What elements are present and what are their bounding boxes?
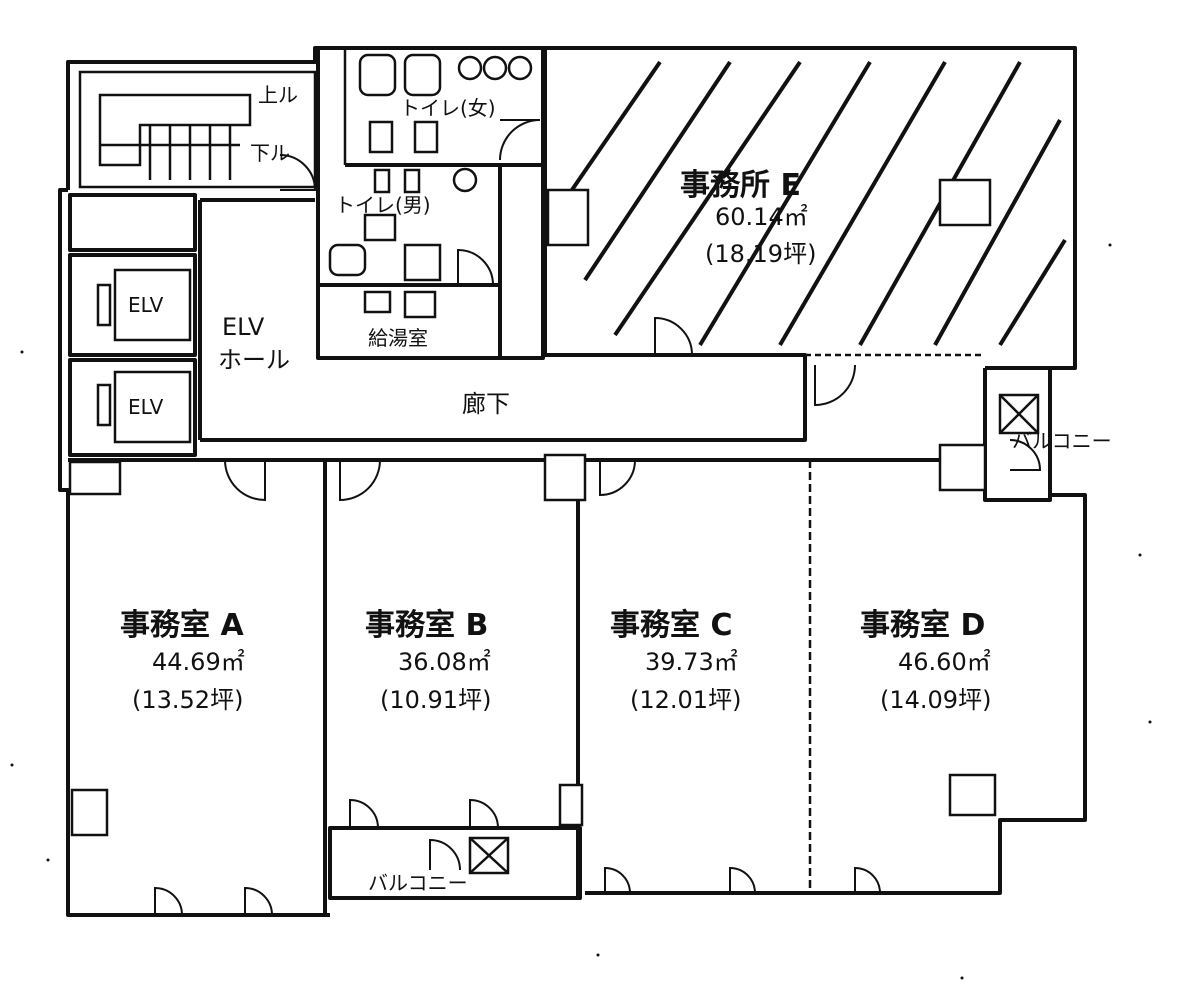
office-a-tsubo: (13.52坪)	[132, 686, 243, 714]
office-e-tsubo: (18.19坪)	[705, 240, 816, 268]
balcony-bottom-label: バルコニー	[368, 871, 468, 895]
interior-walls	[68, 46, 985, 915]
fixtures	[68, 53, 1040, 875]
office-c-name: 事務室 C	[610, 608, 732, 643]
office-b-name: 事務室 B	[365, 608, 488, 643]
office-e-area: 60.14㎡	[715, 203, 808, 231]
elv-hall-label-line2: ホール	[218, 346, 290, 374]
office-c-area: 39.73㎡	[645, 648, 738, 676]
stairs-down-label: 下ル	[250, 141, 290, 165]
stairs-up-label: 上ル	[258, 83, 298, 107]
toilet-women-label: トイレ(女)	[400, 96, 496, 120]
office-d-name: 事務室 D	[860, 608, 985, 643]
corridor-label: 廊下	[462, 390, 510, 418]
office-b-tsubo: (10.91坪)	[380, 686, 491, 714]
office-a-name: 事務室 A	[120, 608, 244, 643]
balcony-right-label: バルコニー	[1012, 429, 1112, 453]
scan-specks	[10, 243, 1152, 980]
office-c-tsubo: (12.01坪)	[630, 686, 741, 714]
elv-2-label: ELV	[128, 395, 164, 419]
kitchen-label: 給湯室	[368, 326, 428, 350]
office-d-area: 46.60㎡	[898, 648, 991, 676]
office-a-area: 44.69㎡	[152, 648, 245, 676]
elv-1-label: ELV	[128, 293, 164, 317]
toilet-men-label: トイレ(男)	[335, 193, 431, 217]
office-b-area: 36.08㎡	[398, 648, 491, 676]
office-e-name: 事務所 E	[680, 168, 801, 203]
office-d-tsubo: (14.09坪)	[880, 686, 991, 714]
elv-hall-label-line1: ELV	[222, 313, 265, 341]
doors	[154, 119, 1042, 916]
